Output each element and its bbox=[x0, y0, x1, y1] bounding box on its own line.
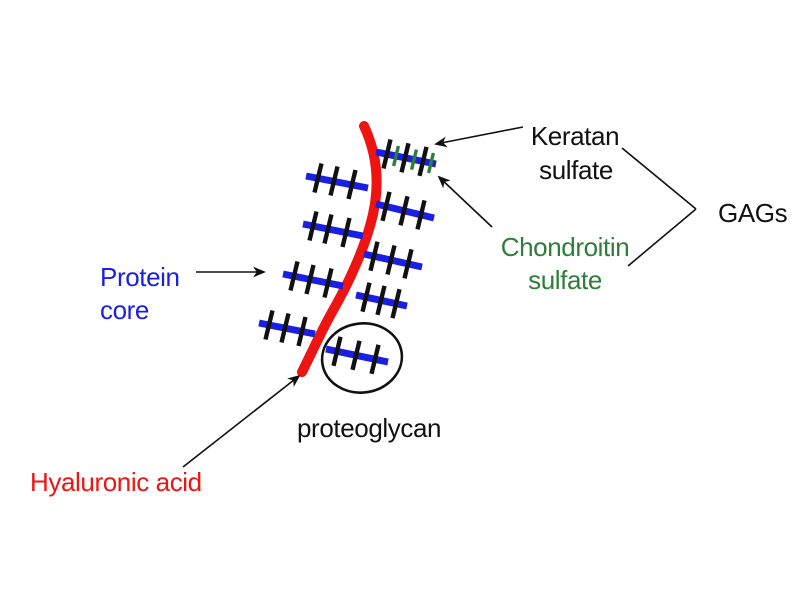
hyaluronic-acid-label: Hyaluronic acid bbox=[30, 467, 202, 497]
chondroitin-gag-ticks bbox=[263, 309, 308, 347]
proteoglycan-branch bbox=[258, 309, 316, 347]
chondroitin-gag-ticks bbox=[360, 282, 402, 319]
keratan-sulfate-branch bbox=[375, 138, 437, 177]
proteoglycan-branch bbox=[305, 162, 369, 200]
gag-tick bbox=[385, 244, 397, 276]
proteoglycan-branch bbox=[302, 210, 364, 248]
proteoglycan-branch bbox=[282, 260, 344, 299]
gags-connector-chondroitin bbox=[627, 208, 697, 267]
chondroitin-gag-ticks bbox=[312, 162, 358, 200]
chondroitin-gag-ticks bbox=[307, 210, 352, 248]
keratan-tick bbox=[426, 152, 436, 174]
proteoglycan-branch bbox=[363, 241, 423, 279]
gag-tick bbox=[346, 169, 358, 200]
gag-tick bbox=[417, 146, 429, 177]
gag-tick bbox=[381, 138, 393, 170]
gag-tick bbox=[350, 340, 362, 371]
chondroitin-gag-ticks bbox=[368, 241, 414, 279]
gag-tick bbox=[375, 285, 387, 316]
gag-tick bbox=[415, 199, 427, 230]
gag-tick bbox=[279, 312, 291, 344]
keratan-sulfate-label-line1: Keratan bbox=[531, 121, 619, 151]
gag-tick bbox=[398, 195, 410, 226]
gag-tick bbox=[369, 344, 381, 375]
protein-core-label-line2: core bbox=[100, 295, 149, 325]
proteoglycan-label: proteoglycan bbox=[297, 413, 441, 443]
gag-tick bbox=[380, 191, 392, 222]
proteoglycan-branch bbox=[375, 191, 435, 230]
gag-tick bbox=[402, 248, 414, 279]
circled-proteoglycan-unit bbox=[320, 322, 404, 394]
chondroitin-sulfate-arrow bbox=[437, 175, 493, 228]
gag-tick bbox=[322, 267, 334, 299]
keratan-tick bbox=[391, 145, 401, 167]
gag-tick bbox=[288, 260, 300, 292]
keratan-tick bbox=[409, 149, 419, 170]
chondroitin-gag-ticks bbox=[380, 191, 427, 230]
gag-tick bbox=[328, 165, 340, 197]
gags-label: GAGs bbox=[718, 198, 788, 228]
gag-tick bbox=[296, 316, 308, 347]
chondroitin-gag-ticks bbox=[331, 336, 381, 375]
proteoglycan-circle bbox=[320, 322, 404, 394]
proteoglycan-branch bbox=[355, 282, 408, 319]
chondroitin-sulfate-label-line2: sulfate bbox=[528, 265, 602, 295]
gags-connector-keratan bbox=[621, 147, 697, 210]
gag-tick bbox=[368, 241, 380, 272]
gag-tick bbox=[331, 336, 343, 367]
hyaluronic-acid-arrow bbox=[182, 374, 301, 468]
hyaluronic-acid-curve bbox=[297, 121, 382, 377]
label-chondroitin-sulfate: Chondroitin sulfate bbox=[501, 232, 630, 295]
keratan-sulfate-label-line2: sulfate bbox=[539, 155, 613, 185]
gag-tick bbox=[360, 282, 372, 313]
chondroitin-gag-ticks bbox=[381, 138, 429, 177]
gag-tick bbox=[263, 309, 275, 341]
gag-tick bbox=[390, 288, 402, 319]
label-protein-core: Protein core bbox=[100, 262, 180, 325]
keratan-sulfate-ticks bbox=[391, 145, 436, 174]
chondroitin-sulfate-label-line1: Chondroitin bbox=[501, 232, 630, 262]
chondroitin-gag-ticks bbox=[288, 260, 334, 299]
gag-tick bbox=[307, 210, 319, 242]
label-keratan-sulfate: Keratan sulfate bbox=[531, 121, 620, 185]
gag-tick bbox=[312, 162, 324, 194]
gag-tick bbox=[399, 142, 411, 173]
gag-tick bbox=[304, 264, 316, 295]
gag-tick bbox=[322, 213, 334, 245]
keratan-sulfate-arrow bbox=[434, 126, 524, 148]
gag-tick bbox=[340, 217, 352, 248]
protein-core-label-line1: Protein bbox=[100, 262, 180, 292]
